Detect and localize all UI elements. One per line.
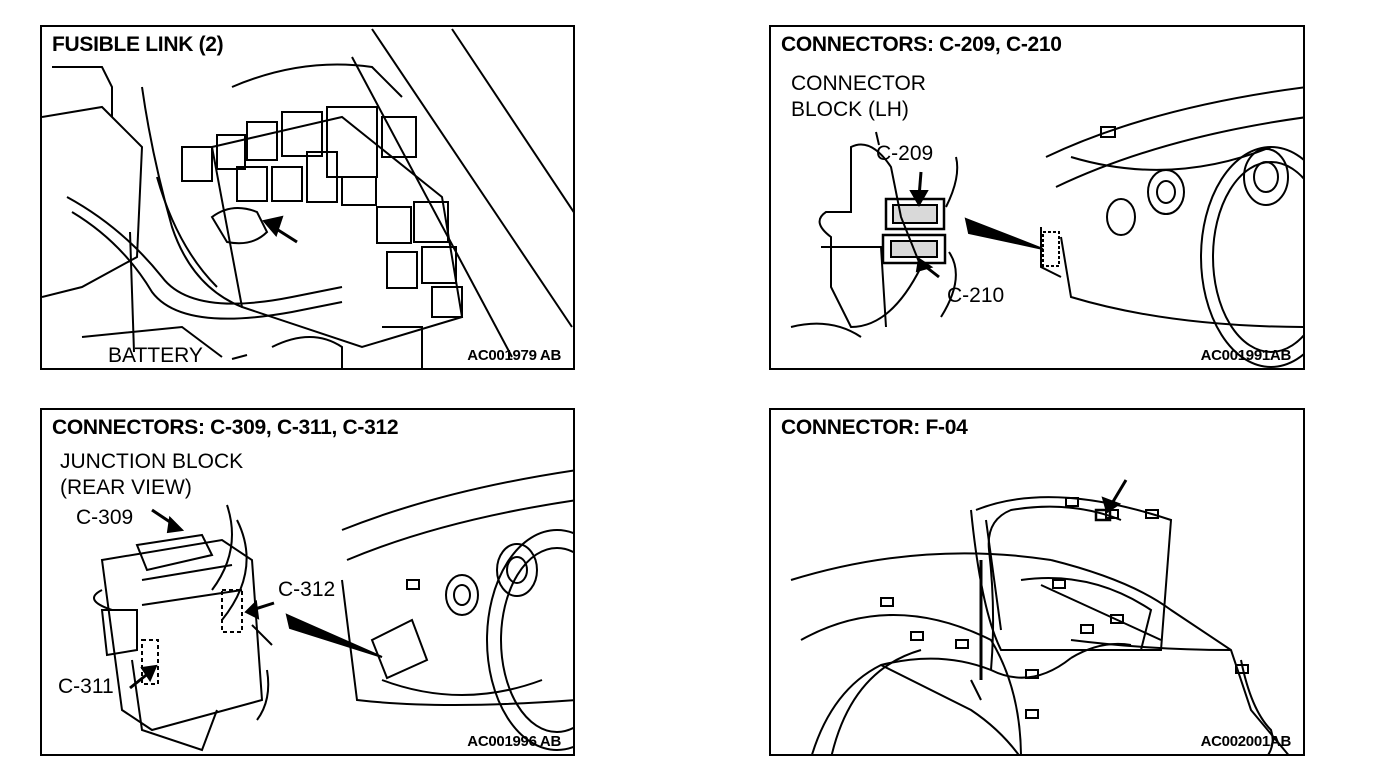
figure-code: AC001996 AB — [467, 733, 561, 750]
panel-connector-f04: CONNECTOR: F-04 AC002001AB — [769, 408, 1305, 756]
label-junction-block-line1: JUNCTION BLOCK — [60, 450, 244, 473]
label-c210: C-210 — [947, 284, 1005, 307]
panel-title: CONNECTOR: F-04 — [781, 416, 968, 439]
engine-bay-illustration — [42, 28, 573, 368]
figure-code: AC002001AB — [1200, 733, 1292, 750]
label-connector-block-line2: BLOCK (LH) — [791, 98, 909, 121]
panel-title: FUSIBLE LINK (2) — [52, 33, 224, 56]
figure-code: AC001991AB — [1200, 347, 1292, 364]
label-c309: C-309 — [76, 506, 134, 529]
panel-title: CONNECTORS: C-309, C-311, C-312 — [52, 416, 399, 439]
label-connector-block-line1: CONNECTOR — [791, 72, 926, 95]
label-junction-block-line2: (REAR VIEW) — [60, 476, 192, 499]
panel-title: CONNECTORS: C-209, C-210 — [781, 33, 1062, 56]
label-c312: C-312 — [278, 578, 336, 601]
trunk-lid-illustration — [790, 479, 1289, 754]
junction-block-illustration — [93, 469, 573, 752]
panel-fusible-link: FUSIBLE LINK (2) BATTERY AC001979 AB — [40, 25, 575, 370]
label-battery: BATTERY — [108, 344, 203, 367]
figure-code: AC001979 AB — [467, 347, 561, 364]
connector-block-illustration — [790, 86, 1303, 368]
label-c311: C-311 — [58, 675, 114, 698]
label-c209: C-209 — [876, 142, 934, 165]
panel-connectors-c309-c311-c312: CONNECTORS: C-309, C-311, C-312 JUNCTION… — [40, 408, 575, 756]
panel-connectors-c209-c210: CONNECTORS: C-209, C-210 CONNECTOR BLOCK… — [769, 25, 1305, 370]
